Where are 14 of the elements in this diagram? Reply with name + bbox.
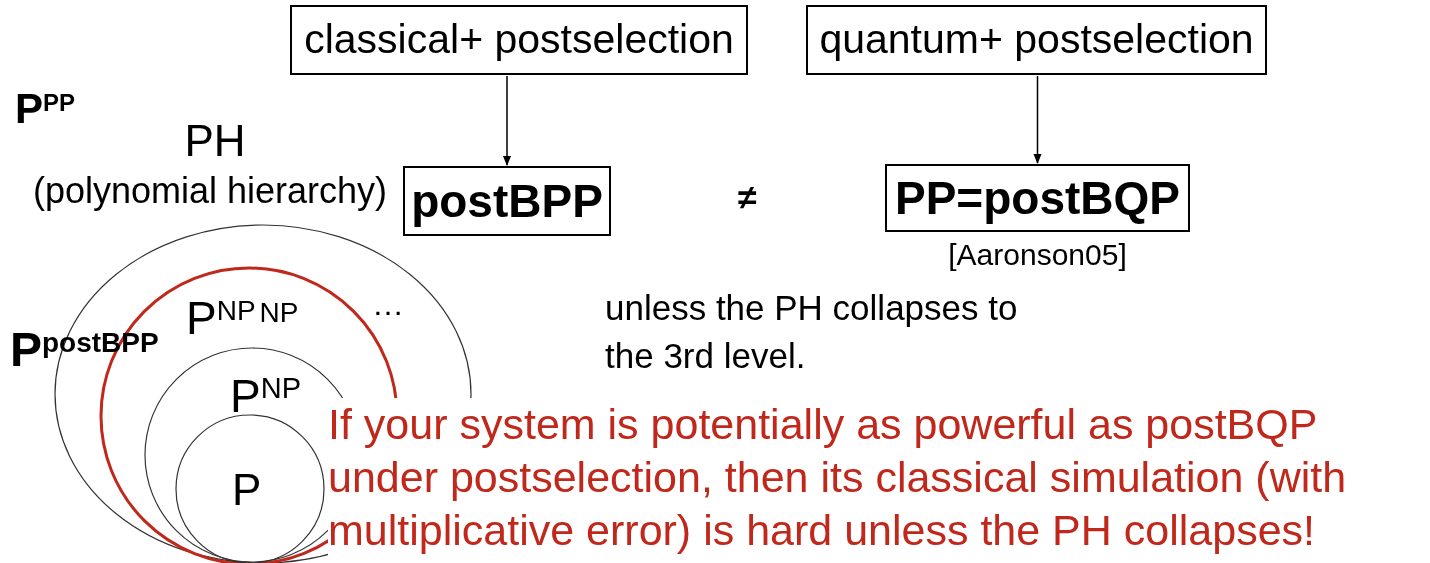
text-box: quantum+ postselection bbox=[806, 5, 1267, 75]
text-box: classical+ postselection bbox=[290, 5, 748, 75]
class-label: P$^{NP}$ bbox=[230, 369, 302, 424]
arrow bbox=[1033, 75, 1042, 164]
arrow bbox=[503, 75, 511, 166]
note-text: unless the PH collapses to the 3rd level. bbox=[605, 287, 1019, 377]
class-label: (polynomial hierarchy) bbox=[31, 169, 389, 213]
citation: [Aaronson05] bbox=[948, 237, 1127, 273]
not-equal-sign: ≠ bbox=[738, 180, 757, 214]
class-label: P$^{PP}$ bbox=[15, 88, 76, 130]
ellipsis: … bbox=[372, 288, 404, 320]
class-label: PH bbox=[183, 115, 247, 167]
text-box: postBPP bbox=[403, 166, 611, 236]
class-label: P bbox=[232, 464, 263, 516]
